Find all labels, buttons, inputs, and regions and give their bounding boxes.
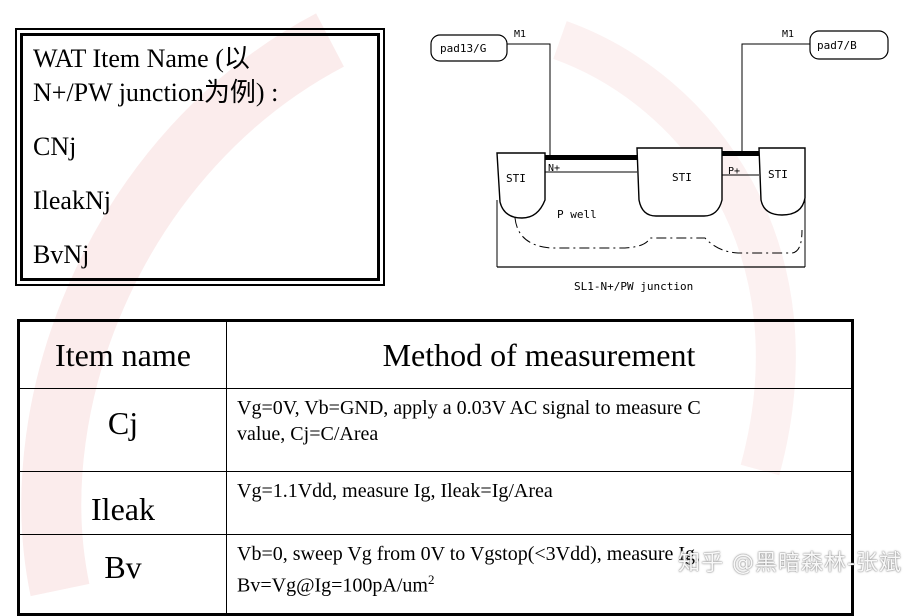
row-method-cj-line2: value, Cj=C/Area xyxy=(237,423,379,445)
sti-middle-label: STI xyxy=(672,171,692,184)
depletion-boundary xyxy=(514,217,803,254)
sti-left-label: STI xyxy=(506,172,526,185)
row-method-cj-line1: Vg=0V, Vb=GND, apply a 0.03V AC signal t… xyxy=(237,397,701,419)
metal-right-line xyxy=(741,43,810,153)
metal-left-line xyxy=(507,43,551,157)
row-method-bv-sup: 2 xyxy=(427,572,435,587)
item-box-title-line1: WAT Item Name (以 xyxy=(33,44,250,73)
p-plus-metal xyxy=(722,151,759,156)
row-method-bv-line1: Vb=0, sweep Vg from 0V to Vgstop(<3Vdd),… xyxy=(237,543,701,565)
diagram-caption: SL1-N+/PW junction xyxy=(574,280,693,293)
table-row: Cj Vg=0V, Vb=GND, apply a 0.03V AC signa… xyxy=(18,388,853,472)
pad-right-label: pad7/B xyxy=(817,39,857,52)
item-name-box-inner: WAT Item Name (以 N+/PW junction为例) : CNj… xyxy=(20,33,380,281)
n-plus-label: N+ xyxy=(548,163,560,174)
row-method-cj: Vg=0V, Vb=GND, apply a 0.03V AC signal t… xyxy=(226,388,853,472)
sti-left-shape xyxy=(496,152,546,219)
n-plus-metal xyxy=(545,155,637,160)
p-well-label: P well xyxy=(557,208,597,221)
row-name-cj: Cj xyxy=(18,388,227,472)
item-name-box: WAT Item Name (以 N+/PW junction为例) : CNj… xyxy=(15,28,385,286)
pad-left-box xyxy=(430,34,508,62)
row-name-ileak: Ileak xyxy=(18,471,227,535)
header-item-name: Item name xyxy=(18,320,227,389)
pad-right-box xyxy=(809,30,889,60)
pad-left-label: pad13/G xyxy=(440,42,486,55)
item-ileaknj: IleakNj xyxy=(33,186,111,215)
item-box-title-line2: N+/PW junction为例) : xyxy=(33,78,279,107)
sti-right-shape xyxy=(758,147,806,216)
sti-right-label: STI xyxy=(768,168,788,181)
row-method-ileak-line1: Vg=1.1Vdd, measure Ig, Ileak=Ig/Area xyxy=(237,480,553,502)
zhihu-watermark: 知乎 @黑暗森林-张斌 xyxy=(678,551,902,576)
p-plus-label: P+ xyxy=(728,166,740,177)
row-name-bv: Bv xyxy=(18,534,227,615)
table-header-row: Item name Method of measurement xyxy=(18,320,853,389)
measurement-table: Item name Method of measurement Cj Vg=0V… xyxy=(17,319,854,616)
junction-diagram: pad13/G pad7/B M1 M1 STI N+ STI P+ STI P… xyxy=(430,29,889,293)
metal-left-label: M1 xyxy=(514,29,526,40)
header-method: Method of measurement xyxy=(226,320,853,389)
metal-right-label: M1 xyxy=(782,29,794,40)
item-cnj: CNj xyxy=(33,132,77,161)
sti-middle-shape xyxy=(636,147,723,217)
item-bvnj: BvNj xyxy=(33,240,90,269)
table-row: Ileak Vg=1.1Vdd, measure Ig, Ileak=Ig/Ar… xyxy=(18,471,853,535)
row-method-bv-line2: Bv=Vg@Ig=100pA/um xyxy=(237,574,428,597)
row-method-ileak: Vg=1.1Vdd, measure Ig, Ileak=Ig/Area xyxy=(226,471,853,535)
